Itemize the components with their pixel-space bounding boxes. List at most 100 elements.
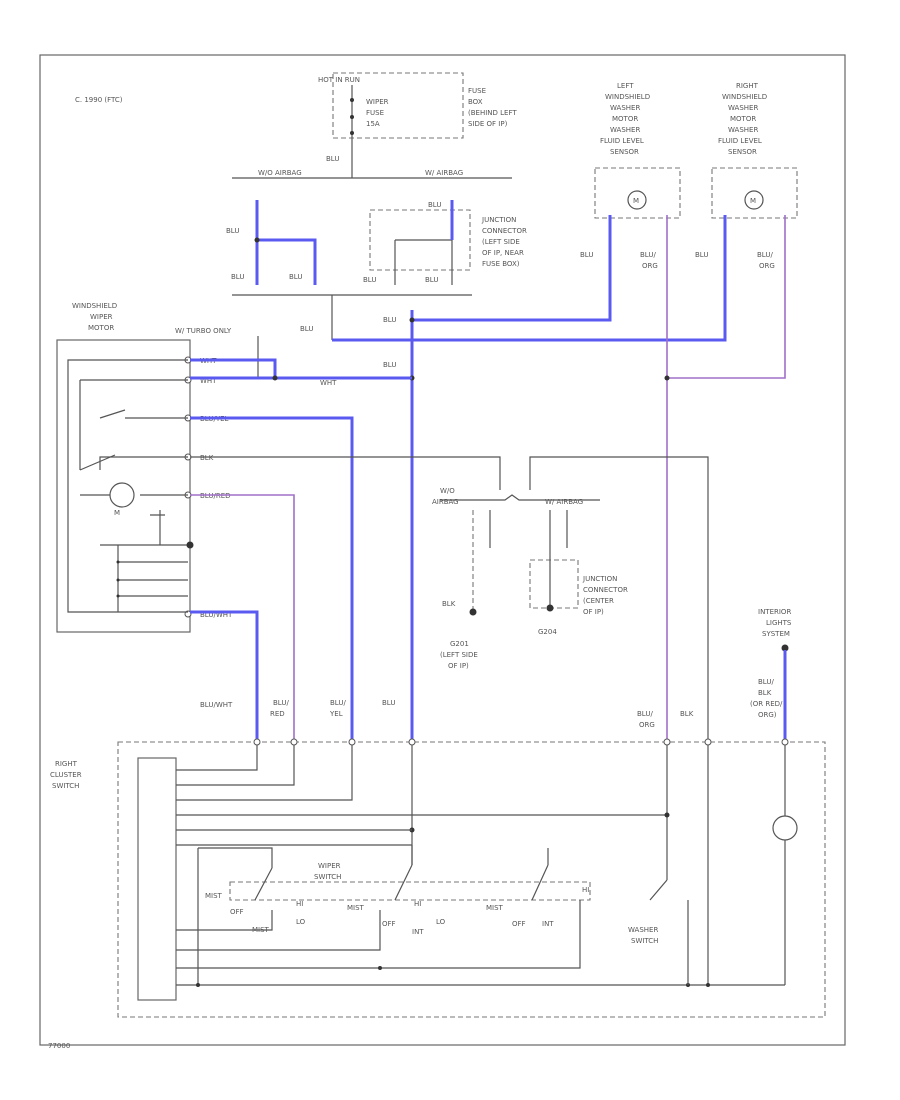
svg-text:WHT: WHT <box>200 377 217 385</box>
fuse-box-outline <box>332 72 464 139</box>
svg-text:CONNECTOR: CONNECTOR <box>583 586 628 594</box>
svg-text:BLU/RED: BLU/RED <box>200 492 231 500</box>
blu-yel-wire <box>190 416 354 742</box>
svg-text:MIST: MIST <box>347 904 365 912</box>
svg-text:BLU: BLU <box>383 316 396 324</box>
blu-branch-b <box>257 238 317 285</box>
svg-text:OFF: OFF <box>230 908 244 916</box>
svg-text:BLU: BLU <box>300 325 313 333</box>
svg-text:MOTOR: MOTOR <box>88 324 114 332</box>
svg-text:M: M <box>633 197 639 205</box>
svg-text:INT: INT <box>542 920 554 928</box>
left-washer-motor-symbol <box>627 190 647 210</box>
svg-text:OFF: OFF <box>382 920 396 928</box>
svg-text:OFF: OFF <box>512 920 526 928</box>
svg-text:ORG: ORG <box>639 721 655 729</box>
svg-text:WASHER: WASHER <box>610 104 640 112</box>
svg-text:LO: LO <box>296 918 306 926</box>
svg-text:WIPER: WIPER <box>90 313 113 321</box>
wiper-switch-outline <box>229 881 591 901</box>
fuse-box-line4: SIDE OF IP) <box>468 120 508 128</box>
svg-text:BLU/: BLU/ <box>640 251 656 259</box>
wiper-fuse-line2: FUSE <box>366 109 384 117</box>
svg-text:SENSOR: SENSOR <box>610 148 639 156</box>
svg-text:MOTOR: MOTOR <box>730 115 756 123</box>
airbag-w-label: W/ AIRBAG <box>425 169 463 177</box>
svg-text:BLU: BLU <box>382 699 395 707</box>
svg-text:RIGHT: RIGHT <box>55 760 78 768</box>
svg-text:BLU: BLU <box>231 273 244 281</box>
svg-text:BLU: BLU <box>289 273 302 281</box>
left-washer-motor <box>594 167 681 219</box>
svg-text:BLU/WHT: BLU/WHT <box>200 701 233 709</box>
svg-text:BLU/WHT: BLU/WHT <box>200 611 233 619</box>
svg-text:BLU/: BLU/ <box>273 699 289 707</box>
wiper-motor-box <box>56 339 191 633</box>
svg-text:(LEFT SIDE: (LEFT SIDE <box>482 238 520 246</box>
svg-text:BLU/: BLU/ <box>637 710 653 718</box>
svg-text:BLU: BLU <box>383 361 396 369</box>
junction-connector-1 <box>369 209 471 271</box>
svg-text:ORG: ORG <box>642 262 658 270</box>
svg-text:SWITCH: SWITCH <box>631 937 658 945</box>
ground-left-symbol <box>469 608 477 616</box>
blu-red-wire <box>190 494 295 742</box>
svg-text:INT: INT <box>412 928 424 936</box>
fuse-box-line1: FUSE <box>468 87 486 95</box>
svg-text:WHT: WHT <box>320 379 337 387</box>
right-cluster-switch <box>117 741 826 1018</box>
svg-text:M: M <box>114 509 120 517</box>
svg-text:OF IP): OF IP) <box>583 608 604 616</box>
svg-text:SWITCH: SWITCH <box>314 873 341 881</box>
fuse-box-line2: BOX <box>468 98 483 106</box>
fuse-box-line3: (BEHIND LEFT <box>468 109 517 117</box>
diagram-frame <box>39 54 846 1046</box>
svg-text:OF IP, NEAR: OF IP, NEAR <box>482 249 524 257</box>
svg-text:WASHER: WASHER <box>610 126 640 134</box>
svg-text:SWITCH: SWITCH <box>52 782 79 790</box>
svg-text:RED: RED <box>270 710 285 718</box>
svg-text:OF IP): OF IP) <box>448 662 469 670</box>
right-washer-blu-feed <box>332 215 727 342</box>
svg-text:BLU: BLU <box>425 276 438 284</box>
cluster-connector-block <box>137 757 177 1001</box>
svg-text:SENSOR: SENSOR <box>728 148 757 156</box>
junction-connector-2 <box>529 559 579 609</box>
svg-text:CLUSTER: CLUSTER <box>50 771 82 779</box>
svg-text:BLU: BLU <box>428 201 441 209</box>
fuse-wire-color: BLU <box>326 155 339 163</box>
svg-text:BLU/: BLU/ <box>757 251 773 259</box>
blu-wht-wire <box>190 610 259 742</box>
right-washer-org-wire <box>667 215 786 379</box>
svg-text:CONNECTOR: CONNECTOR <box>482 227 527 235</box>
svg-text:WINDSHIELD: WINDSHIELD <box>72 302 117 310</box>
svg-text:MIST: MIST <box>205 892 223 900</box>
svg-text:BLU: BLU <box>226 227 239 235</box>
svg-text:(OR RED/: (OR RED/ <box>750 700 783 708</box>
footer-code: 77000 <box>48 1042 70 1050</box>
svg-text:HI: HI <box>582 886 589 894</box>
svg-text:M: M <box>750 197 756 205</box>
ground-center-symbol <box>546 604 554 612</box>
wiper-fuse-line1: WIPER <box>366 98 389 106</box>
svg-text:G204: G204 <box>538 628 557 636</box>
svg-text:SYSTEM: SYSTEM <box>762 630 790 638</box>
svg-text:G201: G201 <box>450 640 469 648</box>
svg-text:BLK: BLK <box>442 600 456 608</box>
svg-text:WINDSHIELD: WINDSHIELD <box>722 93 767 101</box>
svg-text:BLK: BLK <box>200 454 214 462</box>
svg-text:HI: HI <box>296 900 303 908</box>
wiper-fuse-line3: 15A <box>366 120 380 128</box>
svg-text:(LEFT SIDE: (LEFT SIDE <box>440 651 478 659</box>
svg-text:RIGHT: RIGHT <box>736 82 759 90</box>
svg-text:LEFT: LEFT <box>617 82 634 90</box>
svg-text:JUNCTION: JUNCTION <box>481 216 516 224</box>
svg-text:FLUID LEVEL: FLUID LEVEL <box>600 137 644 145</box>
svg-text:MOTOR: MOTOR <box>612 115 638 123</box>
hot-in-run-label: HOT IN RUN <box>318 76 360 84</box>
svg-text:(CENTER: (CENTER <box>583 597 614 605</box>
svg-text:BLU: BLU <box>695 251 708 259</box>
svg-text:WASHER: WASHER <box>728 126 758 134</box>
svg-text:W/O: W/O <box>440 487 455 495</box>
